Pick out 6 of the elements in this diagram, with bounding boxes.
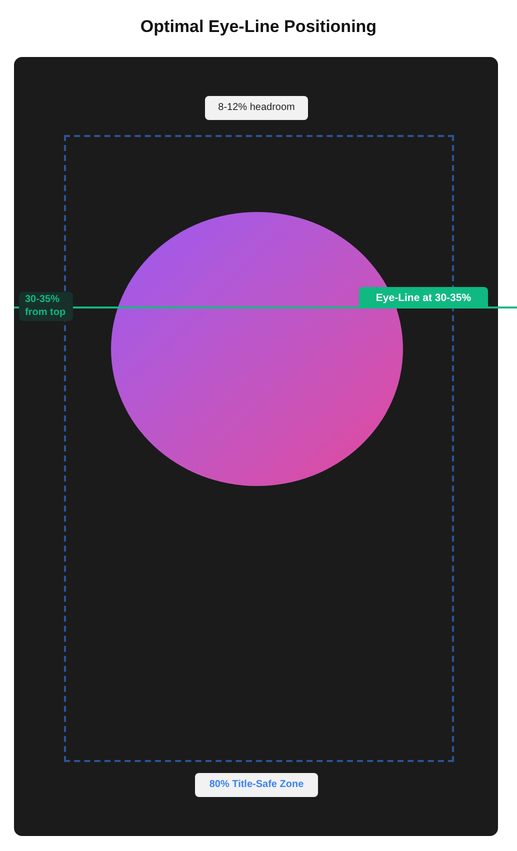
eye-line-label: Eye-Line at 30-35% [359,287,488,308]
video-frame [14,57,498,836]
headroom-label: 8-12% headroom [205,96,308,120]
position-label: 30-35% from top [19,292,73,321]
safe-zone-label: 80% Title-Safe Zone [195,773,318,797]
diagram-title: Optimal Eye-Line Positioning [139,16,378,38]
